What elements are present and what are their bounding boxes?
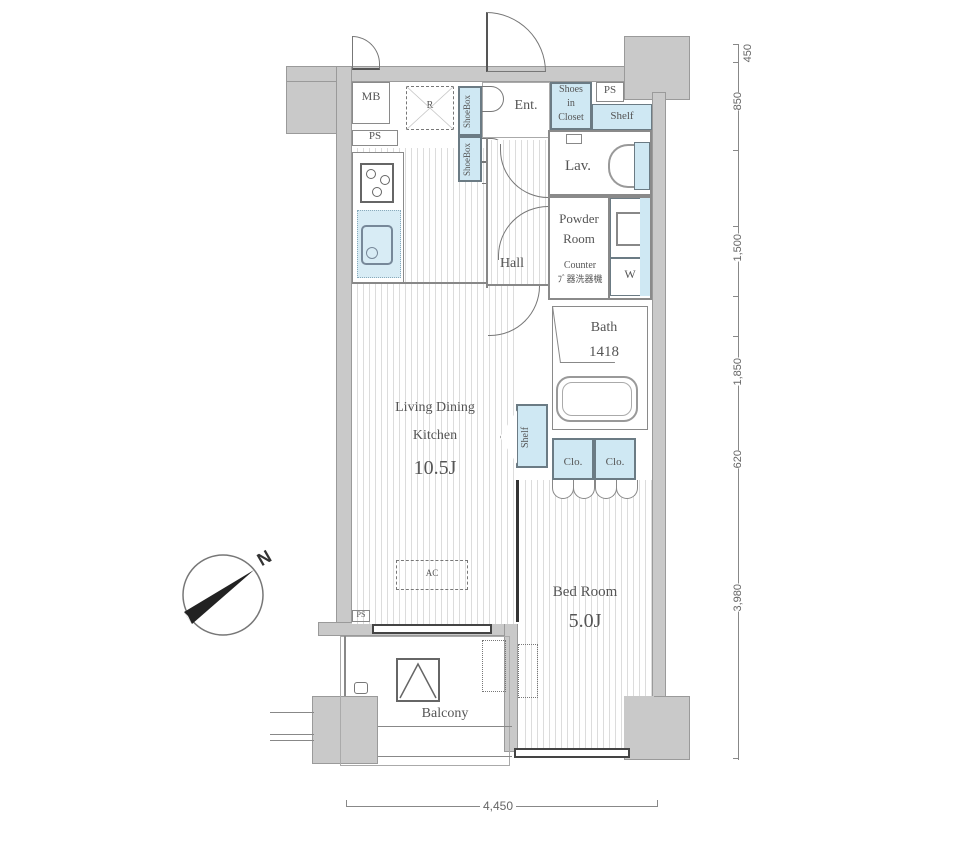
ps-right bbox=[596, 82, 624, 102]
washer-label: W bbox=[624, 267, 636, 281]
hall-ldk-door[interactable] bbox=[488, 286, 540, 336]
ldk-size: 10.5J bbox=[413, 457, 457, 479]
refrigerator-diagonal bbox=[406, 86, 454, 130]
ldk-shelf bbox=[516, 404, 548, 468]
toilet-paper-holder bbox=[566, 134, 582, 144]
shoe-box-top bbox=[458, 86, 482, 136]
toilet-tank bbox=[634, 142, 650, 190]
dim-tick bbox=[346, 800, 347, 807]
closet-door-2[interactable] bbox=[573, 480, 595, 499]
outer-wall-left bbox=[336, 66, 352, 636]
shelf-top-label: Shelf bbox=[610, 110, 634, 122]
bath-door[interactable] bbox=[551, 306, 616, 363]
closet-1 bbox=[552, 438, 594, 480]
planter-right bbox=[518, 644, 538, 698]
ps-right-label: PS bbox=[603, 84, 617, 96]
balcony-column bbox=[312, 696, 378, 764]
closet-2-label: Clo. bbox=[605, 456, 625, 468]
shoe-box-top-label: ShoeBox bbox=[462, 94, 472, 128]
mb-door[interactable] bbox=[352, 36, 380, 70]
dim-tick bbox=[733, 62, 739, 63]
balcony-rail-4 bbox=[378, 726, 512, 727]
north-arrow-icon bbox=[180, 552, 266, 638]
dim-tick bbox=[733, 150, 739, 151]
shelf-top bbox=[592, 104, 652, 130]
drain-icon bbox=[354, 682, 368, 694]
ldk-window[interactable] bbox=[372, 624, 492, 634]
balcony-label: Balcony bbox=[421, 706, 469, 721]
ps-left bbox=[352, 130, 398, 146]
dim-3980: 3,980 bbox=[732, 584, 744, 612]
lavatory-label: Lav. bbox=[564, 158, 592, 174]
balcony-rail-2 bbox=[270, 734, 314, 735]
shoes-in-closet bbox=[550, 82, 592, 130]
bedroom-inner-corner-wall bbox=[624, 696, 654, 752]
ldk-name-line2: Kitchen bbox=[412, 428, 458, 443]
washer-tile bbox=[640, 258, 650, 296]
bath-size: 1418 bbox=[589, 344, 619, 360]
mb-label: MB bbox=[361, 89, 381, 103]
counter-line1: Counter bbox=[563, 260, 597, 271]
meter-box bbox=[352, 82, 390, 124]
hall-wall-left bbox=[486, 138, 488, 288]
balcony bbox=[340, 636, 510, 766]
dim-tick bbox=[733, 226, 739, 227]
ac-label: AC bbox=[425, 568, 439, 578]
outer-wall-right bbox=[652, 92, 666, 704]
balcony-rail-1 bbox=[270, 712, 314, 713]
shoes-in-closet-line3: Closet bbox=[558, 112, 584, 123]
bedroom-size: 5.0J bbox=[568, 610, 602, 632]
powder-room-line1: Powder bbox=[559, 211, 599, 226]
balcony-pipe bbox=[344, 636, 346, 696]
sink-icon bbox=[357, 210, 401, 278]
shoes-in-closet-line2: in bbox=[567, 98, 575, 109]
dim-tick bbox=[733, 758, 739, 759]
entrance-label: Ent. bbox=[514, 98, 538, 113]
ldk-shelf-label: Shelf bbox=[520, 426, 531, 448]
outer-wall-top-right-column bbox=[624, 36, 690, 100]
dim-1500: 1,500 bbox=[732, 234, 744, 262]
balcony-rail-3 bbox=[270, 740, 314, 741]
dim-850: 850 bbox=[732, 92, 744, 111]
dim-tick bbox=[733, 336, 739, 337]
aircon-outdoor-unit bbox=[396, 658, 440, 702]
stove-icon bbox=[360, 163, 394, 203]
toilet-icon bbox=[608, 144, 634, 188]
ps-left-label: PS bbox=[368, 130, 382, 142]
entrance-door[interactable] bbox=[486, 12, 546, 72]
shoe-box-door-1 bbox=[482, 86, 504, 112]
bathtub-icon bbox=[556, 376, 638, 422]
dim-450: 450 bbox=[742, 44, 754, 63]
bath-label: Bath bbox=[590, 320, 618, 335]
dim-tick bbox=[733, 296, 739, 297]
bedroom-window[interactable] bbox=[514, 748, 630, 758]
kitchen-divider bbox=[352, 282, 486, 284]
balcony-rail-5 bbox=[378, 756, 512, 757]
air-conditioner bbox=[396, 560, 468, 590]
vanity-tile bbox=[640, 198, 650, 258]
ps-small-label: PS bbox=[356, 610, 366, 619]
counter-line2: ﾌﾞ器洗器機 bbox=[557, 274, 603, 284]
shoes-in-closet-line1: Shoes bbox=[559, 84, 583, 95]
ldk-name-line1: Living Dining bbox=[395, 400, 475, 415]
hall-bottom-wall bbox=[486, 284, 548, 286]
planter-left bbox=[482, 640, 506, 692]
dim-620: 620 bbox=[732, 450, 744, 469]
shoe-box-bottom bbox=[458, 136, 482, 182]
shoe-box-bottom-label: ShoeBox bbox=[462, 142, 472, 176]
dim-1850: 1,850 bbox=[732, 358, 744, 386]
sliding-door-partition[interactable] bbox=[516, 480, 519, 622]
powder-room-divider bbox=[608, 198, 610, 298]
dim-tick bbox=[733, 44, 739, 45]
ps-small bbox=[352, 610, 370, 622]
closet-2 bbox=[594, 438, 636, 480]
bedroom-name: Bed Room bbox=[552, 584, 618, 600]
closet-1-label: Clo. bbox=[563, 456, 583, 468]
powder-room-line2: Room bbox=[563, 231, 595, 246]
dim-4450: 4,450 bbox=[480, 799, 517, 813]
vertical-dimension-line bbox=[738, 44, 739, 760]
closet-door-4[interactable] bbox=[616, 480, 638, 499]
dim-tick bbox=[657, 800, 658, 807]
living-dining-kitchen bbox=[352, 284, 518, 624]
